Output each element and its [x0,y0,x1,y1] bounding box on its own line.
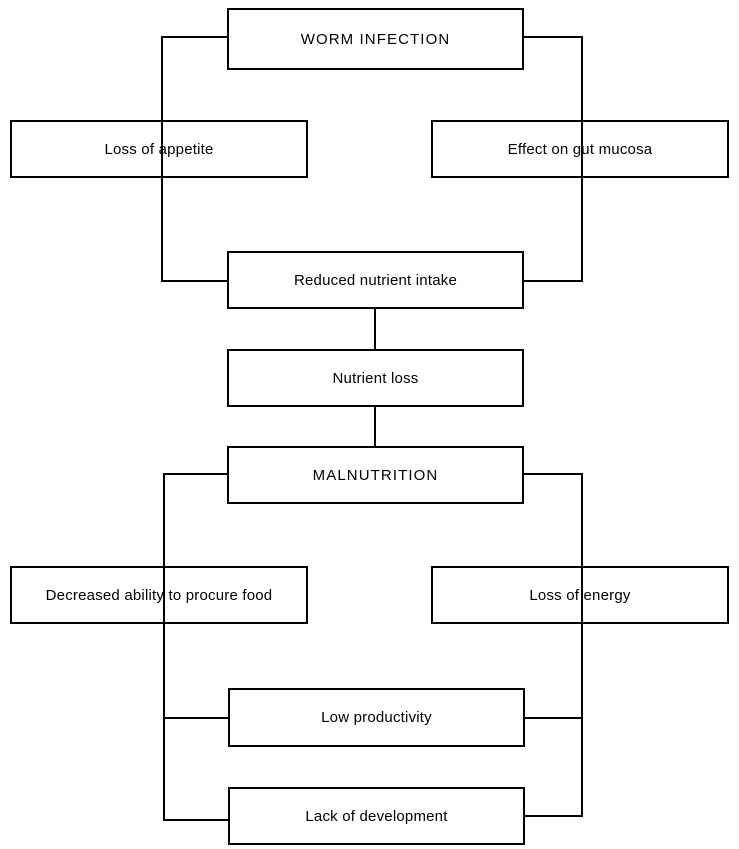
node-nutrient-loss[interactable]: Nutrient loss [227,349,524,407]
node-loss-of-appetite[interactable]: Loss of appetite [10,120,308,178]
node-lack-of-development[interactable]: Lack of development [228,787,525,845]
edge-right-into-reduced-intake [522,280,583,282]
edge-malnutrition-left-vertical [163,473,165,821]
edge-worm-to-left-horizontal [161,36,229,38]
edge-left-into-lack-development [163,819,230,821]
node-low-productivity[interactable]: Low productivity [228,688,525,747]
node-label: WORM INFECTION [300,30,451,48]
node-label: Decreased ability to procure food [45,586,273,604]
node-reduced-nutrient-intake[interactable]: Reduced nutrient intake [227,251,524,309]
node-label: Low productivity [321,709,432,726]
node-label: Loss of appetite [104,140,214,158]
edge-nutrient-loss-to-malnutrition [374,405,376,448]
node-label: MALNUTRITION [312,466,439,484]
node-label: Nutrient loss [332,369,419,387]
node-worm-infection[interactable]: WORM INFECTION [227,8,524,70]
edge-right-into-lack-development [523,815,583,817]
edge-reduced-intake-to-nutrient-loss [374,307,376,351]
edge-worm-to-left-vertical [161,36,163,281]
edge-worm-to-right-horizontal [522,36,583,38]
edge-malnutrition-right-vertical [581,473,583,817]
edge-right-into-low-productivity [523,717,583,719]
edge-left-into-low-productivity [163,717,230,719]
node-label: Reduced nutrient intake [293,271,458,289]
edge-worm-to-right-vertical [581,36,583,281]
node-loss-of-energy[interactable]: Loss of energy [431,566,729,624]
node-label: Loss of energy [529,586,631,604]
node-malnutrition[interactable]: MALNUTRITION [227,446,524,504]
edge-malnutrition-to-right-horizontal [522,473,583,475]
edge-malnutrition-to-left-horizontal [163,473,229,475]
node-label: Effect on gut mucosa [507,140,653,158]
edge-left-into-reduced-intake [161,280,229,282]
node-label: Lack of development [305,807,448,825]
node-effect-on-gut-mucosa[interactable]: Effect on gut mucosa [431,120,729,178]
node-decreased-ability-to-procure-food[interactable]: Decreased ability to procure food [10,566,308,624]
